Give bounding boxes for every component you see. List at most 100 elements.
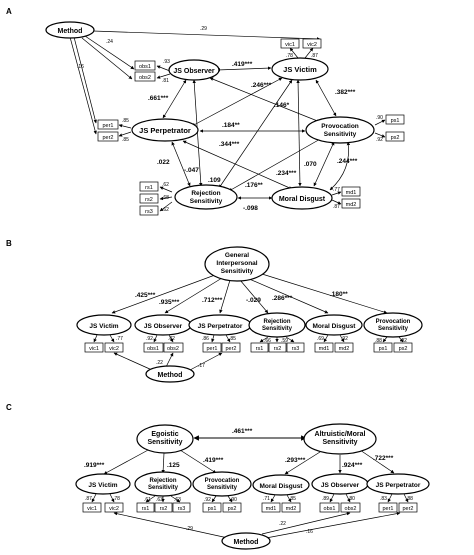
c-load-vic1 — [91, 493, 97, 503]
c-ps2-label: ps2 — [228, 506, 237, 512]
c-vic1-box — [82, 502, 102, 513]
js-perpetrator-label: JS Perpetrator — [139, 126, 191, 135]
b-load-rs1 — [259, 336, 269, 343]
general-label-3: Sensitivity — [221, 268, 254, 275]
load-rs3-value: .62 — [162, 207, 169, 213]
c-rs1-label: rs1 — [142, 506, 150, 512]
c-coef-provocation: .419*** — [203, 457, 224, 464]
b-path-method-per2 — [189, 352, 223, 371]
c-altruistic-label-1: Altruistic/Moral — [315, 431, 366, 438]
js-perpetrator-node — [131, 118, 199, 142]
load-rs1-value: .62 — [162, 182, 169, 188]
b-vic1-box — [84, 342, 104, 353]
b-coef-method-1: .22 — [156, 360, 163, 366]
b-load-vic2-value: .77 — [116, 336, 123, 342]
b-obs2-box — [163, 342, 184, 353]
c-load-ps2 — [227, 495, 233, 503]
md2-box — [341, 198, 361, 209]
path-prov-md-curved — [329, 141, 351, 191]
c-provocation-label-2: Sensitivity — [207, 485, 238, 491]
b-load-per1 — [211, 334, 215, 343]
c-js-perpetrator-label: JS Perpetrator — [376, 482, 421, 489]
c-js-observer-label: JS Observer — [321, 482, 360, 489]
c-path-alt-perpetrator — [359, 449, 395, 474]
load-per2 — [118, 131, 132, 137]
coef-b-perpetrator: .712*** — [202, 297, 223, 304]
c-coef-victim: .919*** — [84, 462, 105, 469]
c-coef-corr: .461*** — [232, 428, 253, 435]
coef-vic-rej: .109 — [208, 177, 221, 184]
coef-per-md: .344*** — [219, 141, 240, 148]
panel-c-letter: C — [6, 403, 12, 412]
load-ps1 — [374, 119, 386, 126]
coef-per-rej: .022 — [157, 159, 170, 166]
c-load-vic2-value: .78 — [113, 496, 120, 502]
vic1-label: vic1 — [285, 42, 295, 48]
b-load-vic2 — [109, 334, 115, 343]
b-rs3-label: rs3 — [292, 346, 300, 352]
load-obs2-value: .81 — [162, 78, 169, 84]
b-load-md2-value: .92 — [341, 336, 348, 342]
per2-label: per2 — [102, 135, 113, 141]
coef-b-observer: .935*** — [159, 299, 180, 306]
b-md2-box — [334, 342, 354, 353]
c-load-per1-value: .83 — [380, 496, 387, 502]
coef-rej-prov: .176** — [245, 182, 263, 189]
c-ps1-box — [202, 502, 222, 513]
load-rs2-value: .68 — [162, 195, 169, 201]
c-rejection-label-1: Rejection — [149, 478, 176, 484]
md1-box — [341, 186, 361, 197]
c-provocation-label-1: Provocation — [205, 478, 240, 484]
rs3-label: rs3 — [145, 209, 153, 215]
c-load-vic1-value: .87 — [85, 496, 92, 502]
c-path-ego-provocation — [179, 449, 217, 474]
b-ps2-box — [393, 342, 413, 353]
c-coef-perpetrator: .722*** — [373, 455, 394, 462]
coef-method-obs: .24 — [106, 39, 113, 45]
load-vic2 — [304, 47, 314, 59]
c-altruistic-node — [303, 423, 377, 455]
path-per-rej — [171, 141, 191, 187]
c-ps1-label: ps1 — [208, 506, 217, 512]
obs2-box — [134, 71, 156, 82]
c-rs2-box — [154, 502, 173, 513]
b-js-victim-node — [76, 314, 132, 336]
b-per2-label: per2 — [225, 346, 236, 352]
b-load-rs-value-2: .59 — [281, 338, 288, 344]
b-method-node — [145, 365, 195, 383]
c-per2-box — [398, 502, 418, 513]
b-ps1-box — [373, 342, 393, 353]
c-load-rs3 — [170, 495, 181, 503]
path-obs-per — [162, 79, 187, 119]
c-rs1-box — [136, 502, 155, 513]
rs1-label: rs1 — [145, 185, 153, 191]
method-node — [45, 21, 95, 39]
b-provocation-label-2: Sensitivity — [378, 326, 409, 332]
path-method-per1 — [73, 36, 97, 124]
coef-vic-prov: .382*** — [335, 89, 356, 96]
c-load-per1 — [387, 493, 393, 503]
c-ps2-box — [222, 502, 242, 513]
general-sensitivity-node — [204, 246, 270, 282]
c-load-md2-value: .85 — [289, 496, 296, 502]
coef-per-vic: .146* — [274, 102, 290, 109]
load-ps1-value: .90 — [376, 115, 383, 121]
panel-c: C .461*** Egoistic Sensitivity Altruisti… — [6, 403, 430, 550]
c-egoistic-label-1: Egoistic — [151, 431, 178, 438]
rejection-label-2: Sensitivity — [190, 198, 223, 205]
load-rs1 — [159, 186, 173, 193]
c-rejection-node — [134, 471, 192, 497]
path-general-disgust — [246, 277, 329, 314]
c-obs2-box — [340, 502, 361, 513]
vic2-label: vic2 — [307, 42, 317, 48]
c-load-per2 — [403, 493, 409, 503]
b-md1-box — [314, 342, 334, 353]
load-md1-value: .77 — [333, 187, 340, 193]
path-rej-prov — [228, 137, 323, 192]
js-observer-node — [168, 59, 220, 81]
panel-a: A Metho — [6, 7, 405, 216]
obs1-box — [134, 60, 156, 71]
b-load-per2-value: .85 — [229, 336, 236, 342]
b-md1-label: md1 — [319, 346, 330, 352]
